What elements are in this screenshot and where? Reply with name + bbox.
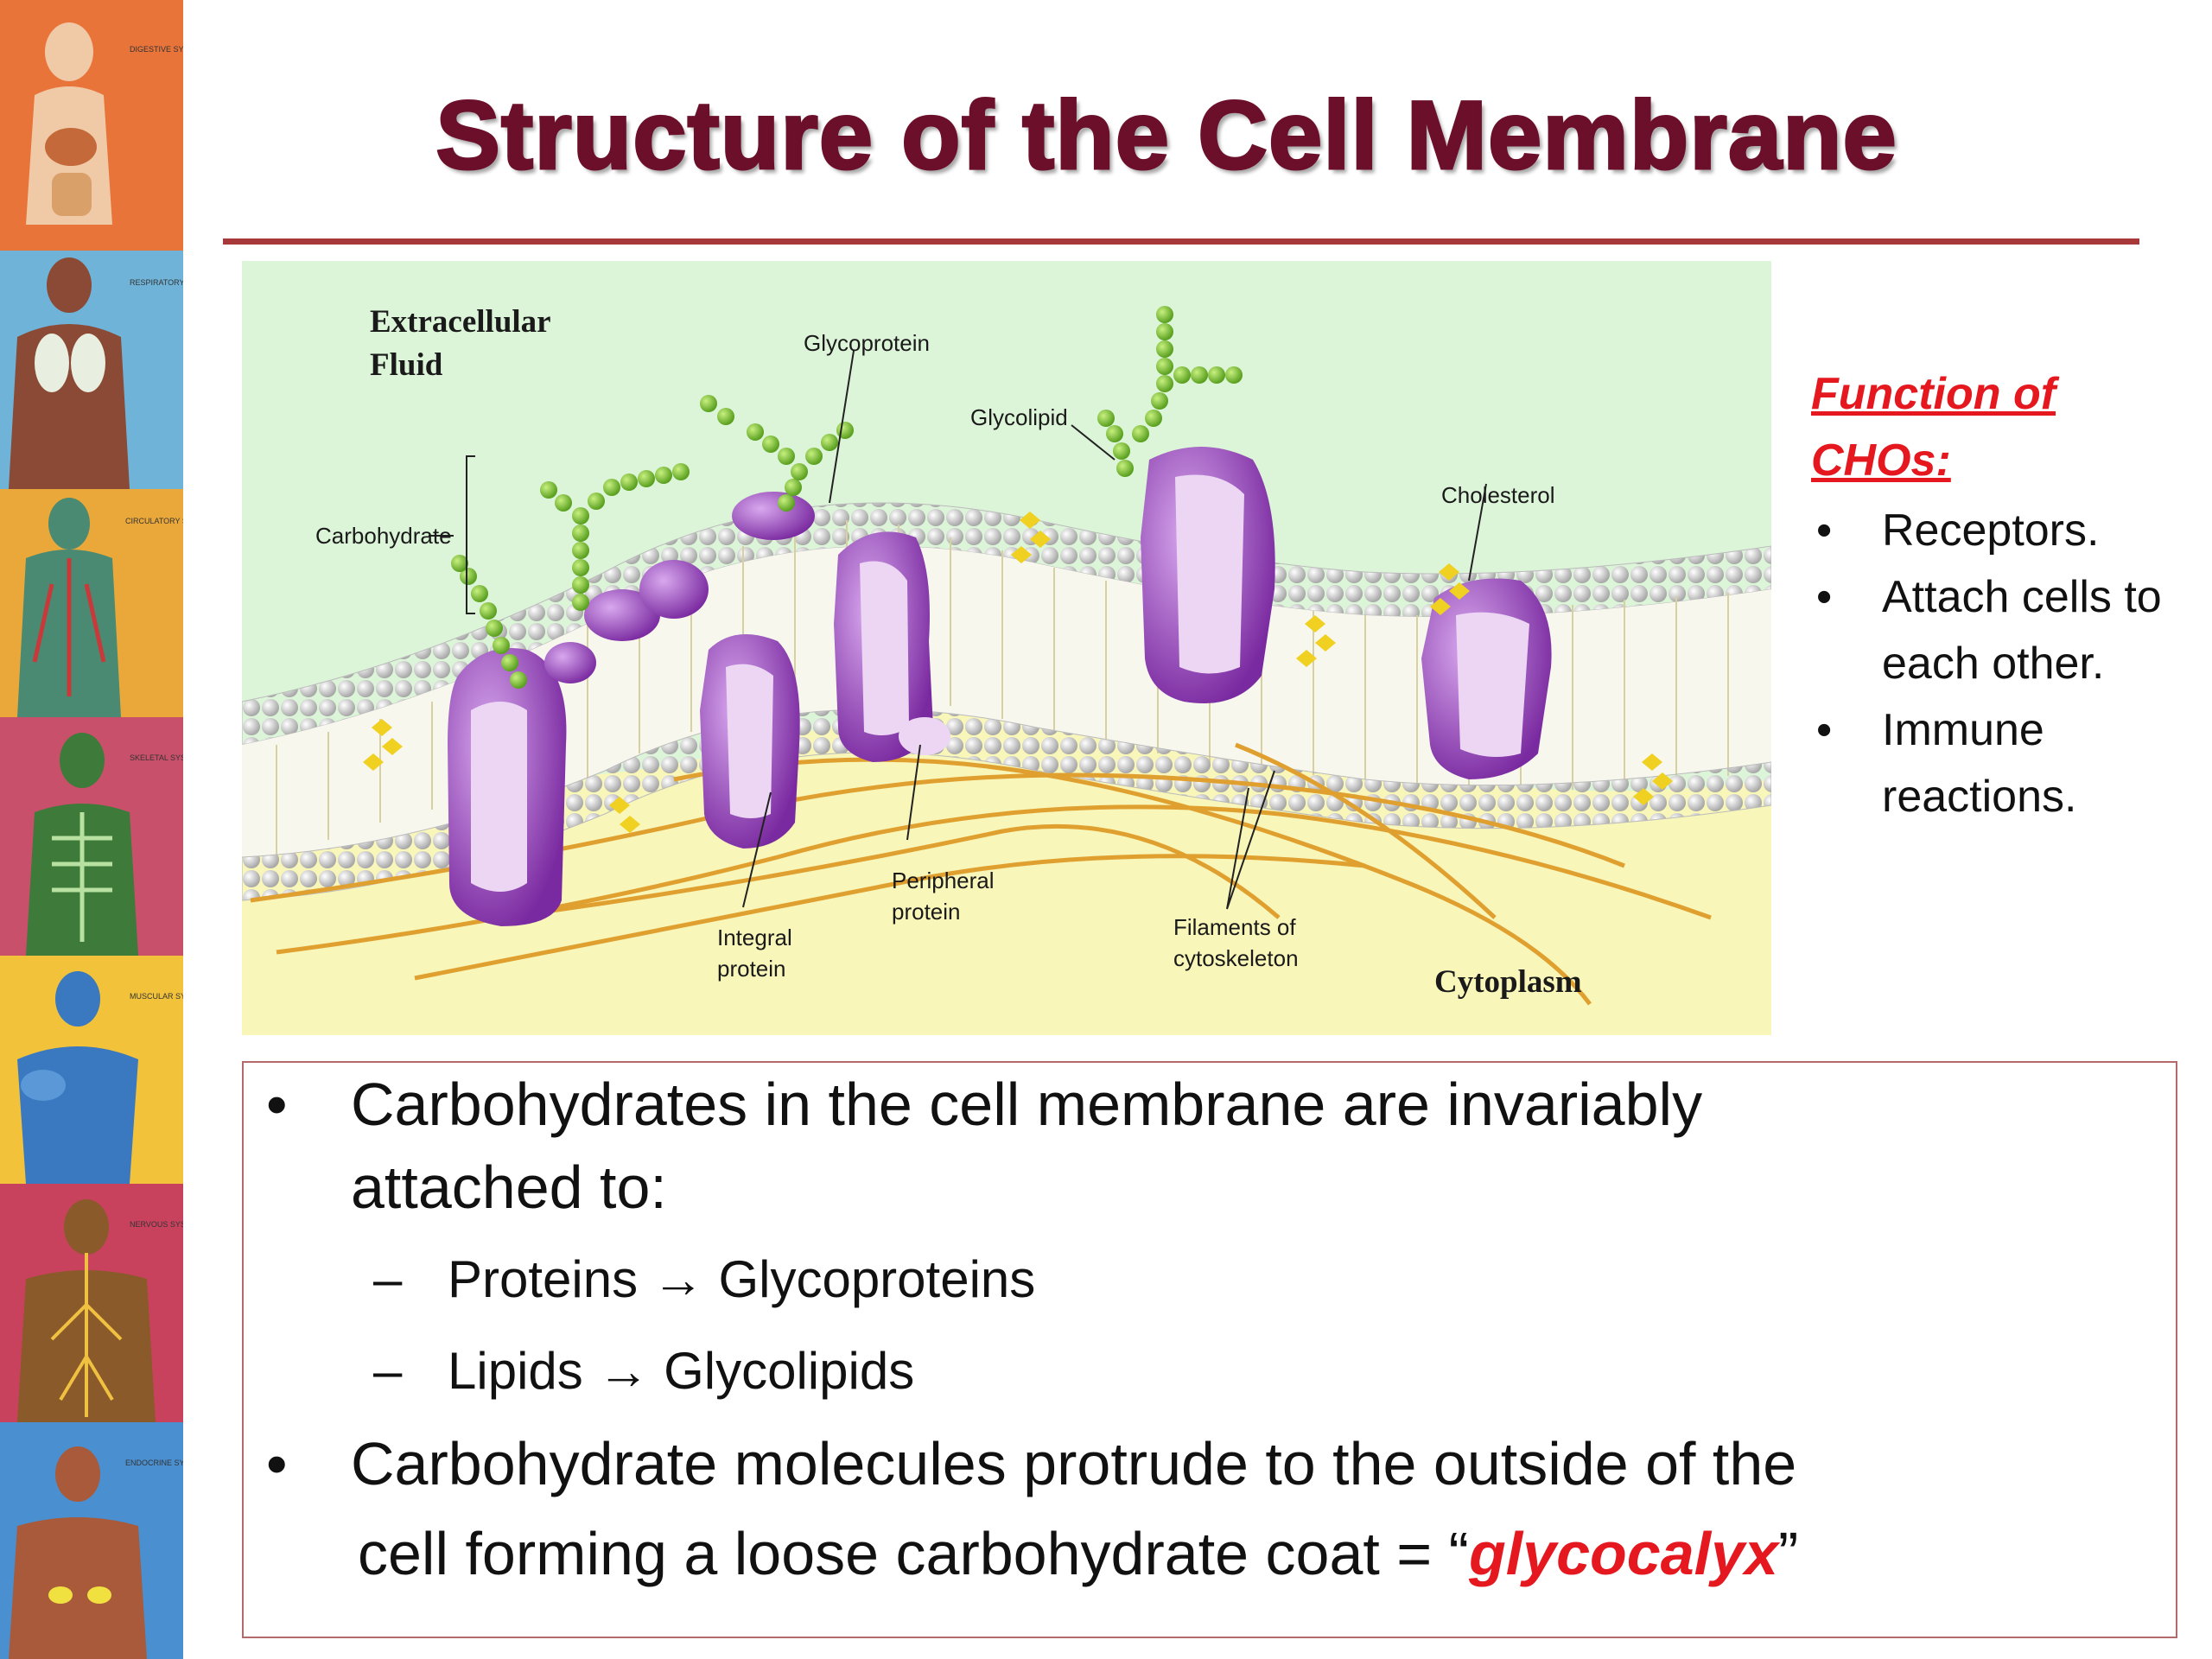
bullet-1-marker: • [266,1071,288,1138]
sub-bullet-proteins: Proteins → Glycoproteins [448,1250,1036,1308]
sub-bullet-lipids: Lipids → Glycolipids [448,1342,915,1400]
title-divider [223,238,2139,245]
endocrine-system-panel: ENDOCRINE SYSTEM [0,1422,183,1659]
panel-caption-5: MUSCULAR SYSTEM [130,992,183,1001]
label-integral: Integral [717,925,792,950]
bullet-1-continuation: attached to: [351,1154,667,1221]
cholesterol-molecules [363,512,1673,833]
function-item: Receptors. [1811,498,2191,564]
globular-protein-1 [584,589,660,641]
label-carbohydrate: Carbohydrate [315,523,452,549]
bullet-2-suffix: ” [1777,1520,1799,1587]
bullet-2-marker: • [266,1430,288,1497]
panel-caption-6: NERVOUS SYSTEM [130,1220,183,1229]
bullet-2-prefix: cell forming a loose carbohydrate coat =… [358,1520,1469,1587]
bullet-2-continuation: cell forming a loose carbohydrate coat =… [358,1519,1798,1588]
label-integral-protein: protein [717,956,786,982]
function-item: Immune reactions. [1811,697,2191,830]
skeletal-system-panel: SKELETAL SYSTEM [0,717,183,956]
panel-caption-1: DIGESTIVE SYSTEM [130,45,183,54]
muscular-system-panel: MUSCULAR SYSTEM [0,956,183,1184]
cell-membrane-diagram: Extracellular Fluid Glycoprotein Glycoli… [242,261,1771,1035]
label-cholesterol: Cholesterol [1441,482,1555,508]
integral-protein-right [1141,447,1275,703]
sub-bullet-2-marker: – [373,1342,403,1400]
explanation-box: • Carbohydrates in the cell membrane are… [242,1061,2177,1638]
slide-title: Structure of the Cell Membrane [435,80,1898,191]
functions-list: Receptors. Attach cells to each other. I… [1811,498,2191,830]
globular-protein-3 [544,642,596,683]
label-filaments: Filaments of [1173,914,1296,940]
integral-protein-left [448,648,567,926]
label-cytoplasm: Cytoplasm [1434,964,1582,1000]
integral-protein-far-right [1421,578,1552,779]
panel-caption-7: ENDOCRINE SYSTEM [125,1459,183,1467]
label-peripheral: Peripheral [892,868,995,893]
digestive-system-panel: DIGESTIVE SYSTEM [0,0,183,251]
circulatory-system-panel: CIRCULATORY SYSTEM [0,489,183,717]
functions-title: Function of CHOs: [1811,369,2056,486]
label-peripheral-protein: protein [892,899,961,925]
body-systems-strip: DIGESTIVE SYSTEM RESPIRATORY SYSTEM CIRC… [0,0,187,1659]
respiratory-system-panel: RESPIRATORY SYSTEM [0,251,183,489]
label-cytoskeleton: cytoskeleton [1173,945,1299,971]
panel-caption-3: CIRCULATORY SYSTEM [125,517,183,525]
function-item: Attach cells to each other. [1811,564,2191,697]
glycoprotein-base [732,492,815,540]
panel-caption-4: SKELETAL SYSTEM [130,753,183,762]
panel-caption-2: RESPIRATORY SYSTEM [130,278,183,287]
bullet-1-text: Carbohydrates in the cell membrane are i… [351,1071,1703,1138]
globular-protein-2 [639,560,709,619]
nervous-system-panel: NERVOUS SYSTEM [0,1184,183,1422]
label-glycolipid: Glycolipid [970,404,1068,430]
label-glycoprotein: Glycoprotein [804,330,930,356]
label-extracellular: Extracellular [370,304,551,340]
integral-protein-center [700,634,800,849]
label-leader-lines [429,350,1487,910]
peripheral-protein [834,531,950,762]
functions-panel: Function of CHOs: Receptors. Attach cell… [1811,361,2191,830]
label-fluid: Fluid [370,347,443,383]
sub-bullet-1-marker: – [373,1250,403,1308]
glycocalyx-term: glycocalyx [1468,1520,1778,1587]
bullet-2-text: Carbohydrate molecules protrude to the o… [351,1430,1797,1497]
